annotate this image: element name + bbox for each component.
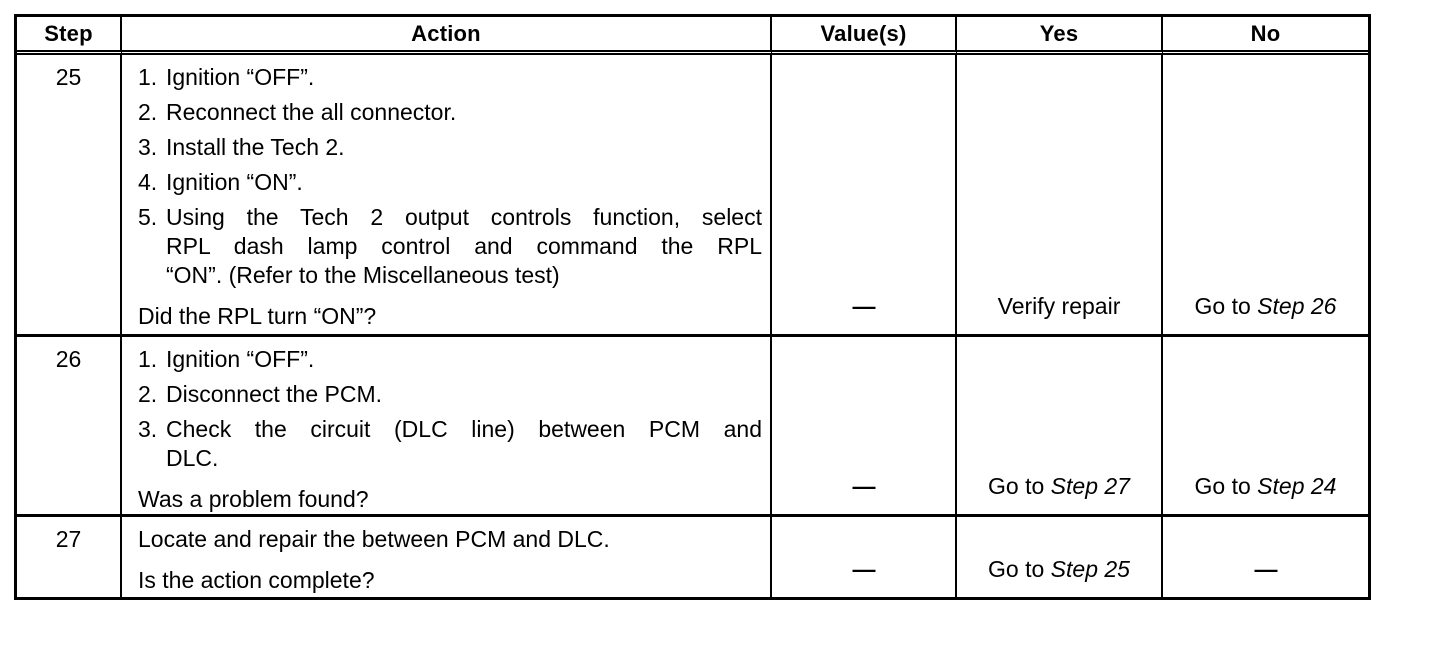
item-number: 3. [138,416,158,442]
header-action: Action [122,17,772,55]
item-text: Install the Tech 2. [166,134,345,160]
step-number: 26 [17,337,122,517]
no-cell: Go to Step 26 [1163,55,1368,337]
action-item: 4. Ignition “ON”. [138,168,762,197]
value-cell: — [772,55,957,337]
action-question: Was a problem found? [138,486,369,512]
action-item: 3. Install the Tech 2. [138,133,762,162]
action-item: 5. Using the Tech 2 output controls func… [138,203,762,290]
action-cell-step-26: 1. Ignition “OFF”. 2. Disconnect the PCM… [122,337,772,517]
item-text: Disconnect the PCM. [166,381,383,407]
step-number: 27 [17,517,122,597]
action-item: 1. Ignition “OFF”. [138,345,762,374]
value-cell: — [772,337,957,517]
no-cell: Go to Step 24 [1163,337,1368,517]
step-number: 25 [17,55,122,337]
item-text: Ignition “ON”. [166,169,303,195]
yes-cell: Go to Step 25 [957,517,1163,597]
action-question: Is the action complete? [138,567,375,593]
yes-cell: Verify repair [957,55,1163,337]
action-question: Did the RPL turn “ON”? [138,303,377,329]
item-number: 2. [138,99,158,125]
action-item: Locate and repair the between PCM and DL… [138,525,762,554]
item-number: 4. [138,169,158,195]
header-values: Value(s) [772,17,957,55]
action-item: 3. Check the circuit (DLC line) between … [138,415,762,473]
item-number: 1. [138,64,158,90]
action-cell-step-25: 1. Ignition “OFF”. 2. Reconnect the all … [122,55,772,337]
item-text: Using the Tech 2 output controls functio… [166,204,762,288]
diagnostic-table: Step Action Value(s) Yes No 25 1. Igniti… [14,14,1371,600]
item-number: 3. [138,134,158,160]
no-cell: — [1254,556,1278,582]
header-no: No [1163,17,1368,55]
item-number: 1. [138,346,158,372]
item-text: Ignition “OFF”. [166,64,315,90]
item-number: 2. [138,381,158,407]
value-cell: — [772,517,957,597]
item-number: 5. [138,204,158,230]
item-text: Check the circuit (DLC line) between PCM… [166,416,762,471]
action-cell-step-27: Locate and repair the between PCM and DL… [122,517,772,597]
yes-cell: Go to Step 27 [957,337,1163,517]
action-item: 2. Reconnect the all connector. [138,98,762,127]
item-text: Locate and repair the between PCM and DL… [138,526,610,552]
action-item: 1. Ignition “OFF”. [138,63,762,92]
header-yes: Yes [957,17,1163,55]
item-text: Reconnect the all connector. [166,99,457,125]
action-item: 2. Disconnect the PCM. [138,380,762,409]
header-step: Step [17,17,122,55]
item-text: Ignition “OFF”. [166,346,315,372]
